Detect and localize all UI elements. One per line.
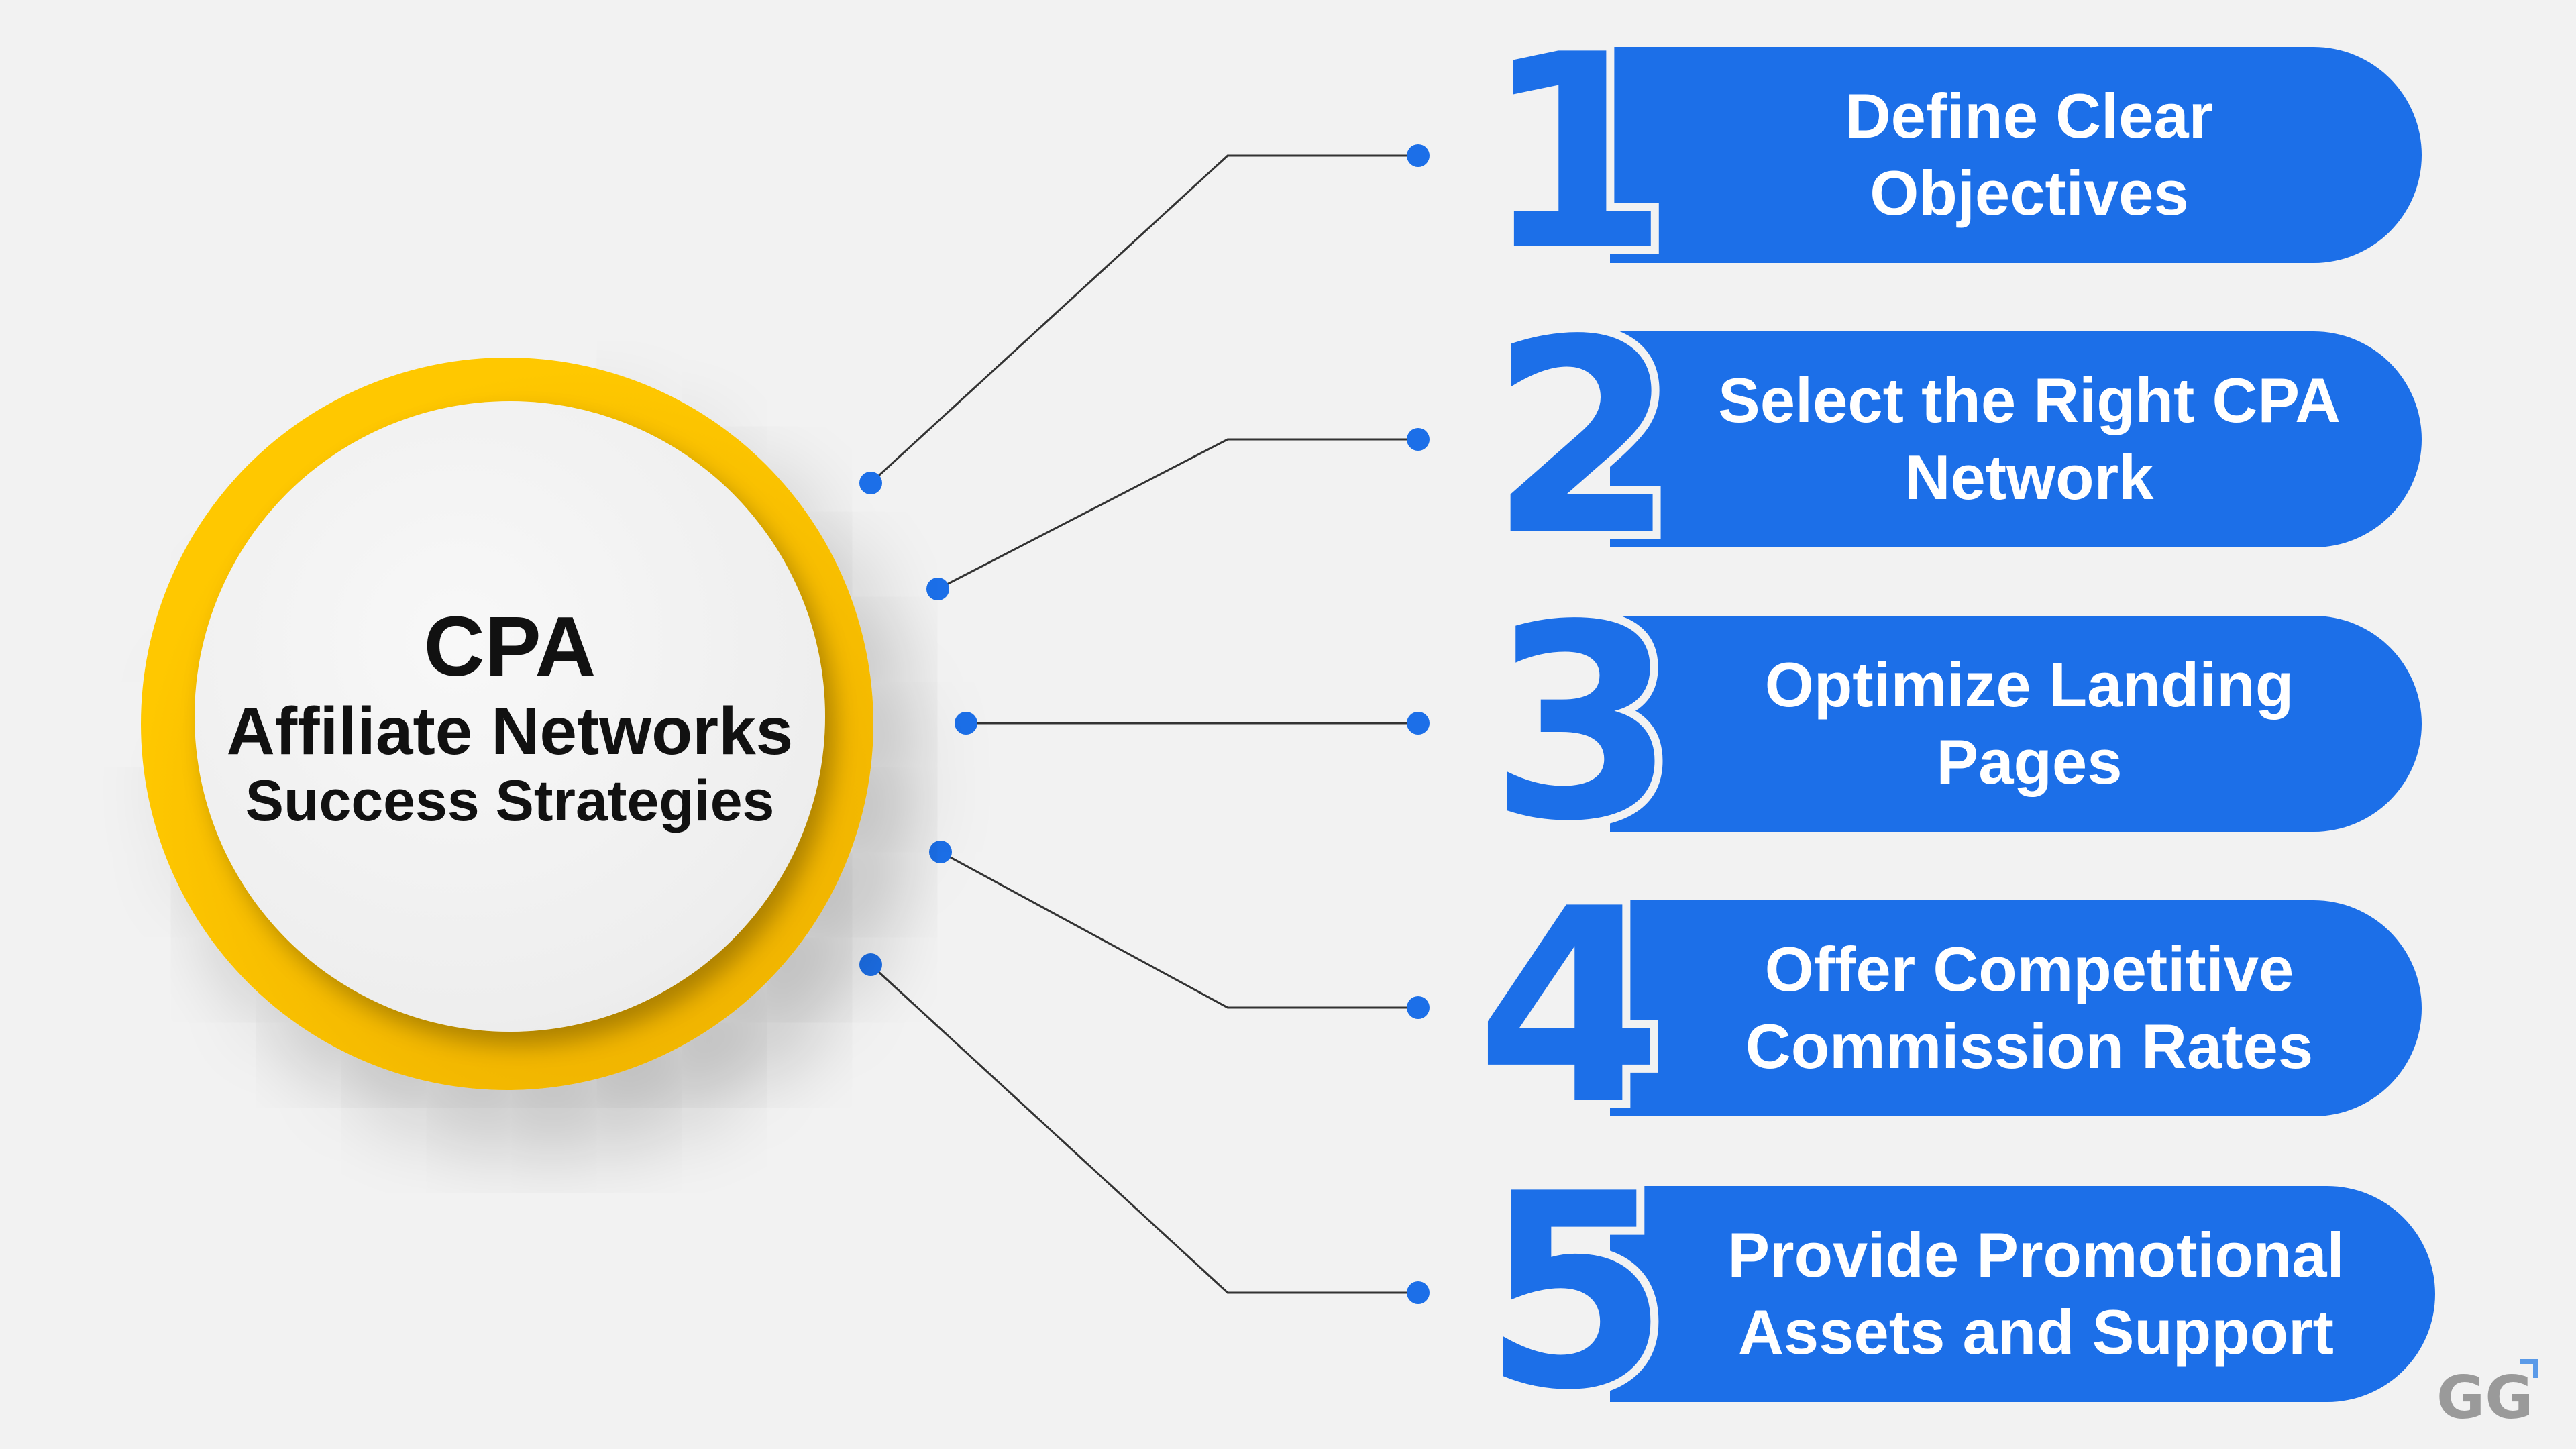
center-title-line-1: CPA bbox=[423, 599, 596, 694]
connector-dot-end-2 bbox=[1407, 428, 1430, 451]
connector-dot-end-1 bbox=[1407, 144, 1430, 167]
step-1-pill: Define Clear Objectives bbox=[1610, 47, 2422, 263]
step-5-number: 5 bbox=[1474, 1137, 1677, 1449]
connector-1 bbox=[869, 154, 1418, 484]
step-4-label: Offer Competitive Commission Rates bbox=[1745, 934, 2314, 1081]
step-3-label: Optimize Landing Pages bbox=[1764, 649, 2294, 797]
step-1-number: 1 bbox=[1474, 0, 1677, 310]
connector-dot-start-4 bbox=[929, 841, 952, 863]
connector-4 bbox=[940, 851, 1418, 1009]
step-2-label: Select the Right CPA Network bbox=[1718, 365, 2341, 513]
step-3-pill: Optimize Landing Pages bbox=[1610, 616, 2422, 832]
gg-logo: GG bbox=[2436, 1359, 2538, 1428]
step-5-pill: Provide Promotional Assets and Support bbox=[1610, 1186, 2435, 1402]
connector-dot-start-1 bbox=[859, 472, 882, 494]
connector-5 bbox=[869, 963, 1418, 1294]
connector-dot-start-5 bbox=[859, 953, 882, 976]
step-3-number: 3 bbox=[1481, 568, 1684, 880]
center-title: CPA Affiliate Networks Success Strategie… bbox=[195, 401, 825, 1032]
connector-2 bbox=[937, 438, 1418, 590]
step-4-pill: Offer Competitive Commission Rates bbox=[1610, 900, 2422, 1116]
step-2-pill: Select the Right CPA Network bbox=[1610, 331, 2422, 547]
step-4-number: 4 bbox=[1468, 852, 1670, 1164]
center-title-line-3: Success Strategies bbox=[245, 769, 775, 834]
connector-dot-start-3 bbox=[955, 712, 977, 735]
center-circle bbox=[195, 401, 825, 1032]
step-2-number: 2 bbox=[1481, 283, 1684, 595]
step-5-label: Provide Promotional Assets and Support bbox=[1727, 1220, 2345, 1367]
center-title-line-2: Affiliate Networks bbox=[226, 694, 794, 769]
gg-logo-text: GG bbox=[2436, 1363, 2533, 1428]
connector-dot-end-4 bbox=[1407, 996, 1430, 1019]
logo-corner-mark bbox=[2520, 1359, 2538, 1378]
connector-dot-end-5 bbox=[1407, 1281, 1430, 1304]
connector-dot-start-2 bbox=[926, 578, 949, 600]
connector-dot-end-3 bbox=[1407, 712, 1430, 735]
step-1-label: Define Clear Objectives bbox=[1845, 80, 2214, 228]
